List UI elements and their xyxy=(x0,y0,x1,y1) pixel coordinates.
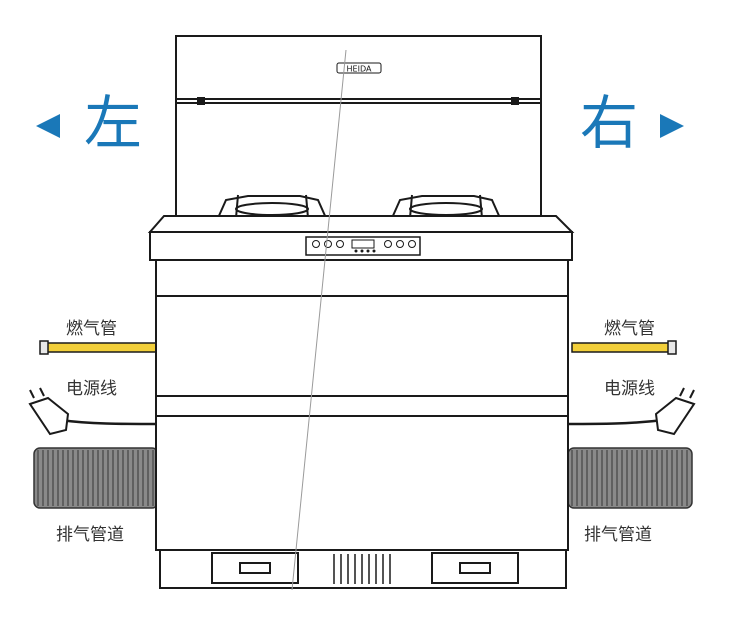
control-knob-icon xyxy=(384,240,392,248)
exhaust-hose-right xyxy=(567,447,693,509)
power-cord-right xyxy=(567,387,696,436)
power-cord-right-label: 电源线 xyxy=(604,379,655,399)
left-direction-label: 左 xyxy=(84,89,143,157)
exhaust-left-label: 排气管道 xyxy=(56,525,124,545)
power-cord-left-label: 电源线 xyxy=(66,379,117,399)
right-direction-label: 右 xyxy=(580,89,639,157)
gas-pipe-right xyxy=(571,340,677,355)
brand-logo-text: HEIDA xyxy=(347,65,372,74)
control-knob-icon xyxy=(312,240,320,248)
left-arrow-icon xyxy=(36,114,60,138)
gas-pipe-left xyxy=(39,340,157,355)
cabinet xyxy=(155,259,569,589)
brand-logo: HEIDA xyxy=(336,62,382,74)
power-cord-left xyxy=(28,387,159,436)
gas-pipe-right-label: 燃气管 xyxy=(604,319,655,339)
control-panel xyxy=(305,236,421,256)
display-window xyxy=(351,239,375,249)
plug-icon xyxy=(28,396,70,436)
right-arrow-icon xyxy=(660,114,684,138)
exhaust-right-label: 排气管道 xyxy=(584,525,652,545)
vent-grille xyxy=(333,554,391,584)
exhaust-hose-left xyxy=(33,447,159,509)
glass-reflection xyxy=(291,49,347,591)
control-knob-icon xyxy=(396,240,404,248)
plug-icon xyxy=(654,396,696,436)
cabinet-bottom xyxy=(211,552,519,584)
control-knob-icon xyxy=(408,240,416,248)
gas-pipe-left-label: 燃气管 xyxy=(66,319,117,339)
control-knob-icon xyxy=(324,240,332,248)
control-knob-icon xyxy=(336,240,344,248)
